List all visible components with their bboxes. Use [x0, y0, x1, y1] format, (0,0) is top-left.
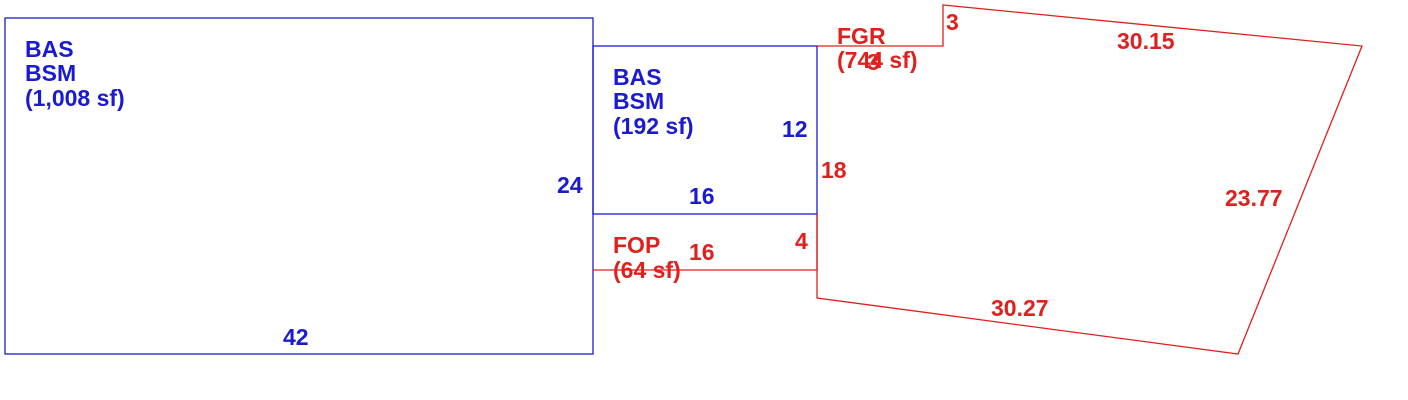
rear-right-dimension: 12: [782, 116, 808, 142]
main-code-bsm: BSM: [25, 60, 76, 86]
porch-depth-dimension: 4: [795, 228, 808, 254]
rear-code-bas: BAS: [613, 64, 662, 90]
rear-code-bsm: BSM: [613, 88, 664, 114]
garage-bottom-dimension: 30.27: [991, 295, 1049, 321]
garage-area: (744 sf): [837, 47, 918, 73]
porch-area: (64 sf): [613, 257, 681, 283]
main-right-dimension: 24: [557, 172, 583, 198]
rear-bas-outline: [592, 45, 818, 215]
porch-code: FOP: [613, 232, 660, 258]
garage-left-dimension: 18: [821, 157, 847, 183]
garage-step-dimension: 3: [946, 9, 959, 35]
garage-outline: [816, 4, 1363, 355]
garage-right-dimension: 23.77: [1225, 185, 1283, 211]
main-code-bas: BAS: [25, 36, 74, 62]
main-bottom-dimension: 42: [283, 324, 309, 350]
main-area: (1,008 sf): [25, 85, 125, 111]
garage-notch-dimension: 3: [867, 49, 880, 75]
garage-code: FGR: [837, 23, 886, 49]
porch-length-dimension: 16: [689, 239, 715, 265]
main-bas-outline: [4, 17, 594, 355]
rear-bottom-dimension: 16: [689, 183, 715, 209]
rear-area: (192 sf): [613, 113, 694, 139]
garage-top-dimension: 30.15: [1117, 28, 1175, 54]
